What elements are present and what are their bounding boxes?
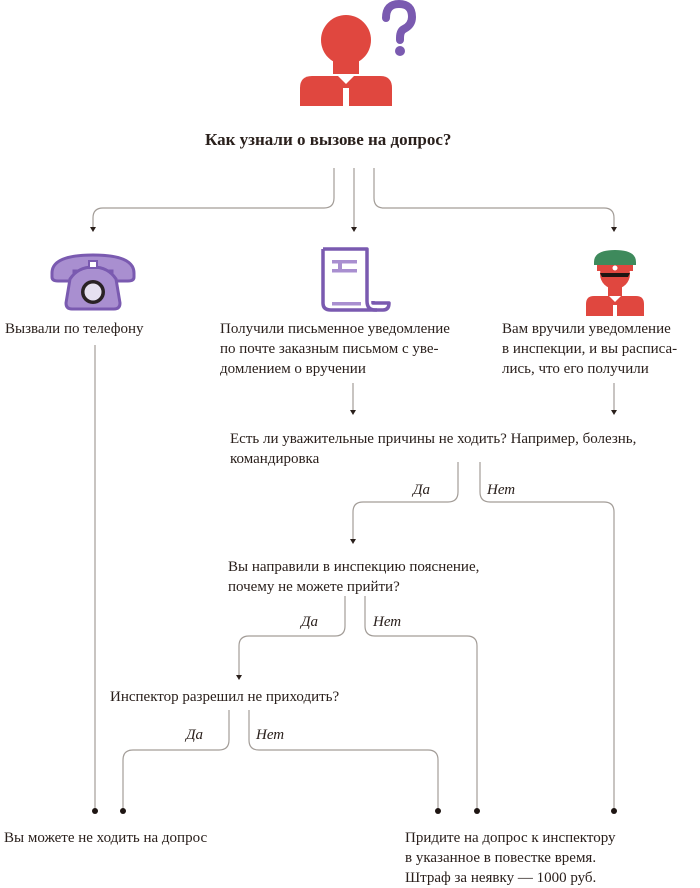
telephone-icon [50,253,136,311]
option-mail-line: Получили письменное уведомление [220,321,450,337]
answer-no-label: Нет [373,614,402,630]
arrow-head [351,227,357,232]
question-line: Вы направили в инспекцию пояснение, [228,559,480,575]
option-phone-text: Вызвали по телефону [5,321,144,337]
main-question: Как узнали о вызове на допрос? [205,130,452,149]
answer-no-label: Нет [487,482,516,498]
arrow-head [611,227,617,232]
option-inspection-line: лись, что его получили [502,361,649,377]
answer-no-label: Нет [256,727,285,743]
question-sent-explanation: Вы направили в инспекцию пояснение, поче… [228,557,479,597]
arrow-head [90,227,96,232]
option-inspection-text: Вам вручили уведомление в инспекции, и в… [502,319,677,379]
endpoint-dot [474,808,480,814]
connector-q2-no [364,596,478,810]
connector-q1-no [479,462,615,810]
question-valid-reason: Есть ли уважительные причины не ходить? … [230,429,636,469]
option-inspection-line: в инспекции, и вы расписа- [502,341,678,357]
connector-to-inspection [373,168,615,228]
connector-q2-yes [238,596,346,676]
arrow-head [611,410,617,415]
person-question-icon [300,0,417,106]
letter-scroll-icon [321,247,391,312]
connector-q1-yes [352,462,459,540]
outcome-line: Придите на допрос к инспектору [405,830,616,846]
arrow-head [236,675,242,680]
endpoint-dot [92,808,98,814]
option-mail-line: по почте заказным письмом с уве- [220,341,439,357]
inspector-officer-icon [586,250,644,316]
question-line: командировка [230,451,320,467]
connector-q3-no [248,710,439,810]
connector-q3-yes [122,710,230,810]
answer-yes-label: Да [301,614,319,630]
endpoint-dot [611,808,617,814]
endpoint-dot [435,808,441,814]
connector-to-phone [92,168,335,228]
question-inspector-allowed: Инспектор разрешил не приходить? [110,689,340,705]
question-line: почему не можете прийти? [228,579,400,595]
option-mail-line: домлением о вручении [220,361,366,377]
option-mail-text: Получили письменное уведомление по почте… [220,319,450,379]
outcome-skip: Вы можете не ходить на допрос [4,830,208,846]
answer-yes-label: Да [186,727,204,743]
question-line: Есть ли уважительные причины не ходить? … [230,431,637,447]
answer-yes-label: Да [413,482,431,498]
endpoint-dot [120,808,126,814]
outcome-line: в указанное в повестке время. [405,850,597,866]
arrow-head [350,539,356,544]
option-inspection-line: Вам вручили уведомление [502,321,671,337]
arrow-head [350,410,356,415]
